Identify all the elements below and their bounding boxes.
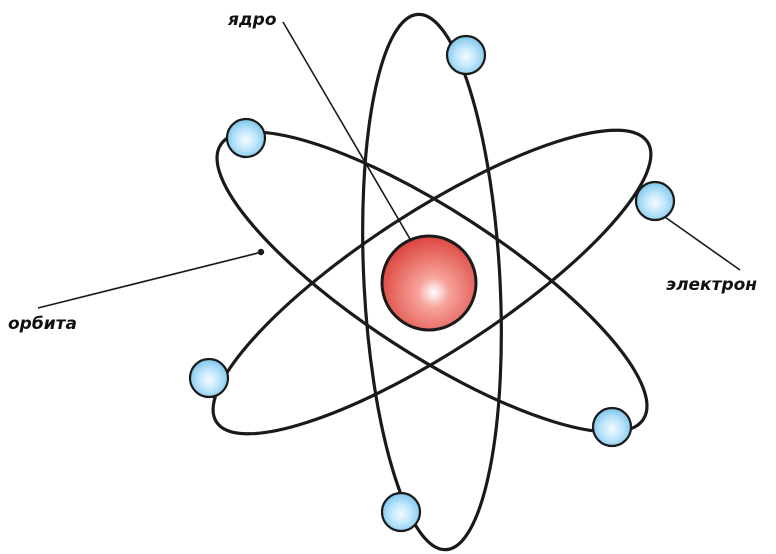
nucleus-sphere — [380, 234, 478, 332]
orbit-leader-dot — [257, 248, 265, 256]
nucleus-leader-line — [282, 21, 428, 269]
electron-upper-left — [225, 117, 267, 159]
orbit-leader-line — [37, 251, 263, 309]
electron-top — [445, 34, 487, 76]
electrons — [188, 34, 676, 533]
nucleus-label: ядро — [227, 10, 277, 30]
nucleus — [380, 234, 478, 332]
orbit-label: орбита — [8, 314, 77, 334]
electron-lower-right — [591, 406, 633, 448]
electron-right — [634, 180, 676, 222]
orbit-vertical — [361, 12, 503, 552]
electron-bottom — [380, 491, 422, 533]
orbit-falling — [215, 130, 649, 434]
electron-leader-line — [654, 209, 741, 271]
orbits — [211, 12, 653, 552]
electron-left — [188, 357, 230, 399]
electron-label: электрон — [666, 275, 757, 295]
orbit-rising — [211, 128, 653, 436]
